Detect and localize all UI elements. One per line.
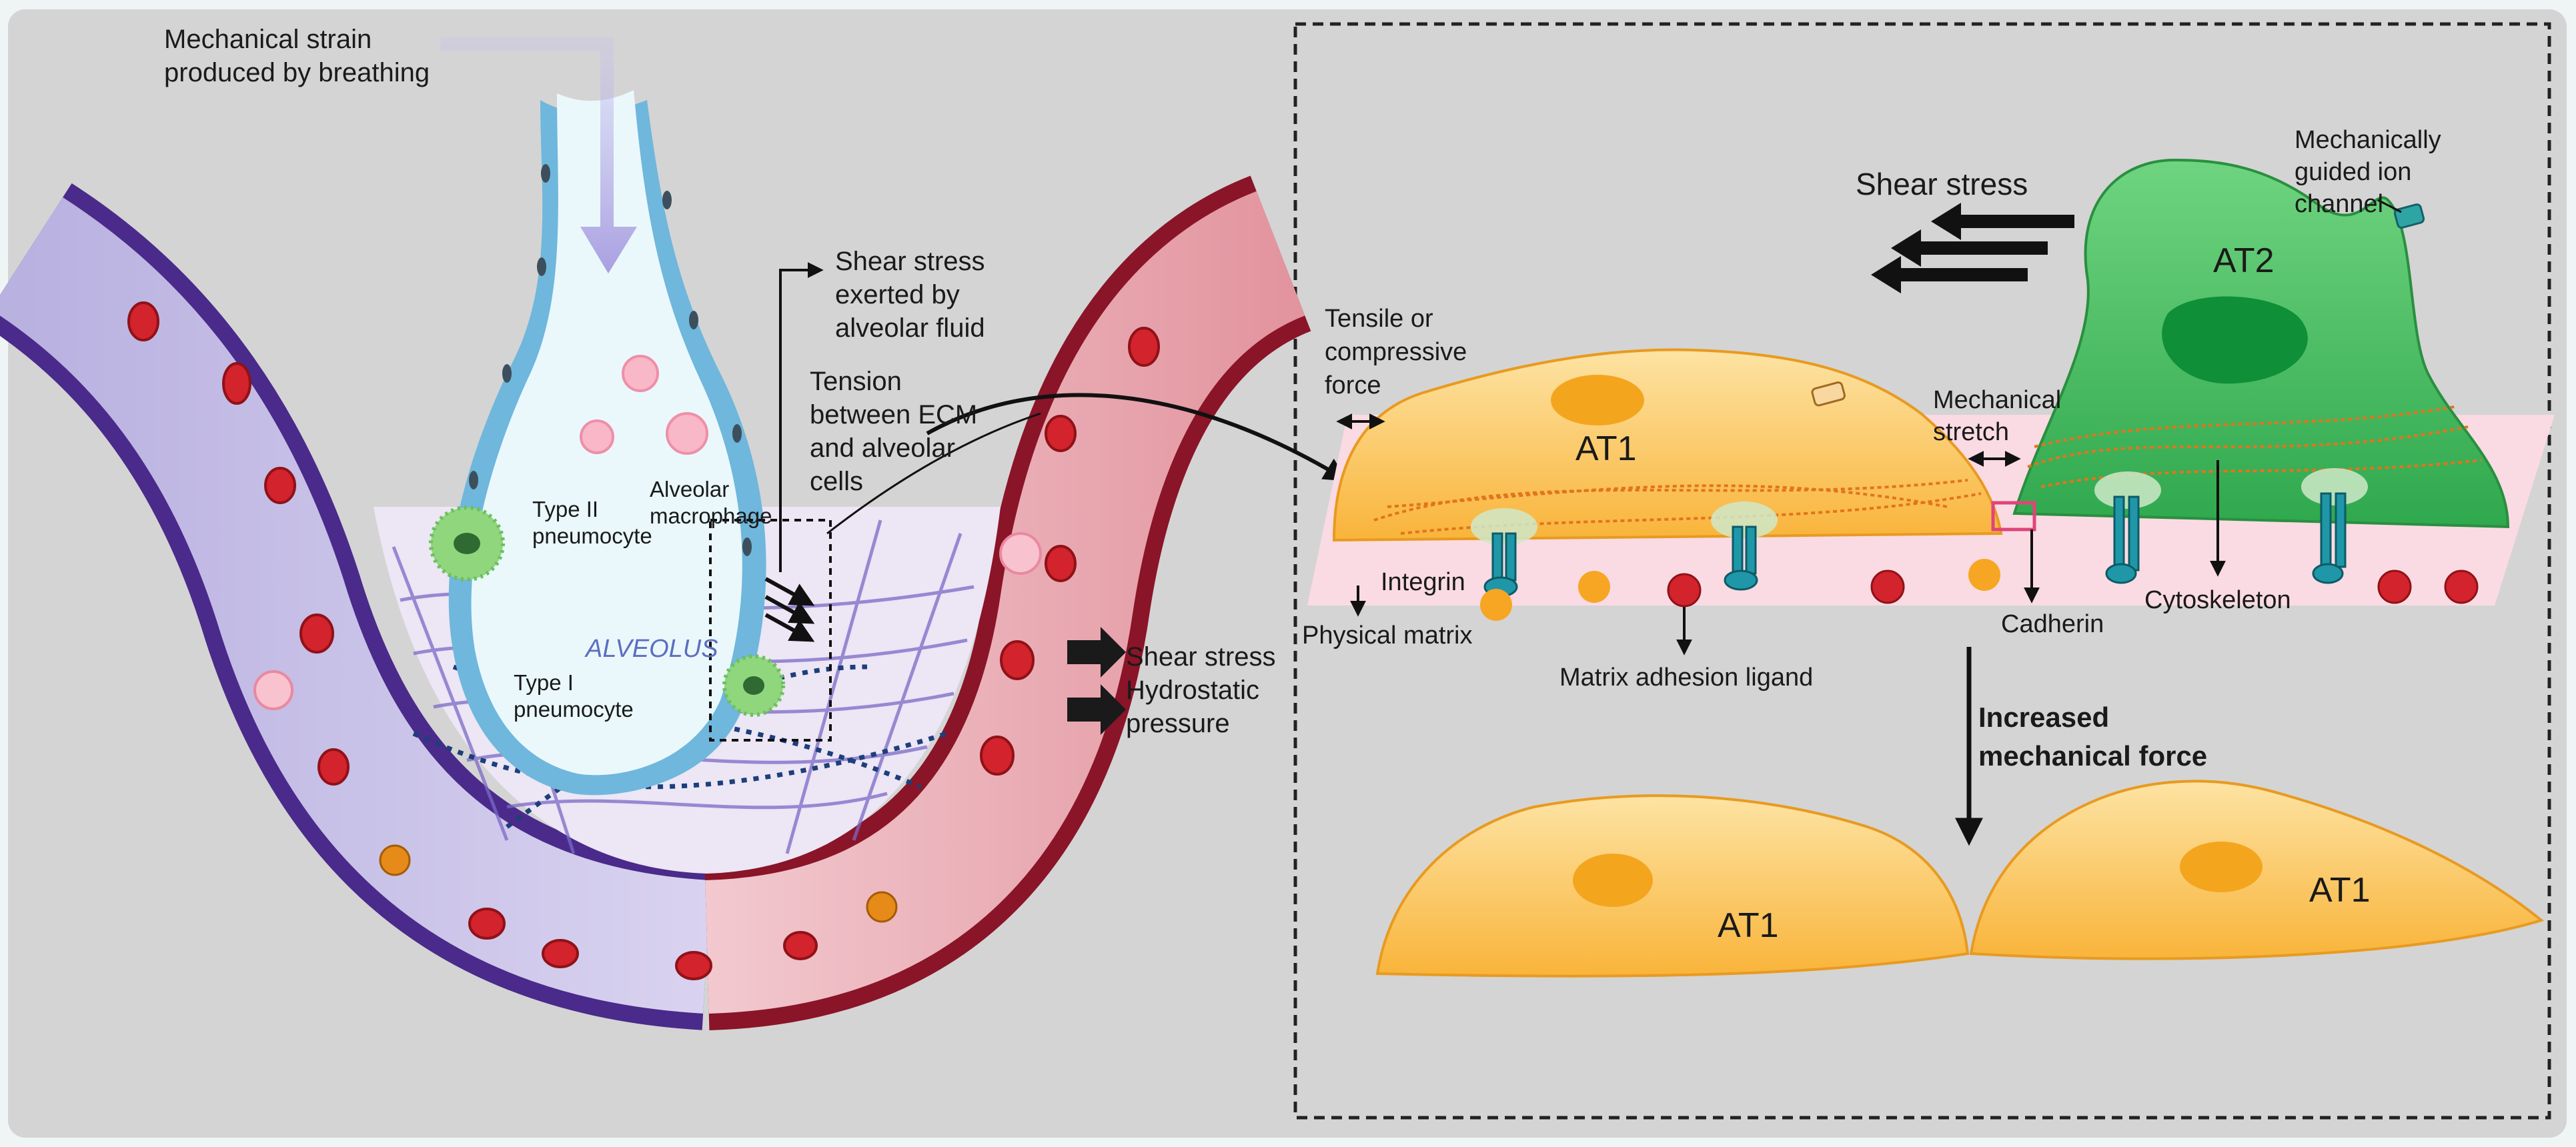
at1-channel [1811, 381, 1846, 407]
label-vessel-shear: Shear stress [1126, 642, 1276, 672]
label-ion-channel: Mechanically [2295, 126, 2441, 154]
svg-text:compressive: compressive [1325, 338, 1467, 366]
label-increased-force: Increased [1978, 702, 2109, 733]
svg-text:channel: channel [2295, 190, 2383, 218]
left-labels: Mechanical strain produced by breathing … [164, 25, 1276, 738]
zoom-connector-arrow [926, 393, 1349, 481]
label-at1: AT1 [1575, 429, 1637, 468]
zoom-region-box [709, 519, 832, 742]
label-macrophage: Alveolar [650, 477, 729, 501]
vessel-pressure-arrows [1067, 627, 1126, 735]
label-mech-stretch: Mechanical [1933, 386, 2061, 414]
svg-text:force: force [1325, 371, 1381, 399]
right-labels: Shear stress Mechanically guided ion cha… [1302, 126, 2441, 945]
svg-text:between ECM: between ECM [810, 400, 977, 429]
alveolar-fluid-cells [580, 355, 708, 455]
label-alveolus: ALVEOLUS [584, 635, 718, 663]
label-at1-bottom-right: AT1 [2309, 871, 2371, 910]
svg-text:cells: cells [810, 467, 863, 496]
label-at1-bottom-left: AT1 [1718, 906, 1779, 945]
label-mech-strain: Mechanical strain [164, 25, 372, 54]
integrin-proteins [1471, 468, 2368, 598]
capillary-illustration [0, 37, 1349, 1030]
alveolar-cell-nuclei [469, 164, 752, 556]
breathing-strain-arrow [440, 37, 637, 273]
cadherin-junction [1991, 501, 2036, 531]
cellular-detail [1307, 158, 2555, 978]
label-hydrostatic: Hydrostatic [1126, 676, 1259, 705]
shear-fluid-leader [779, 262, 824, 572]
svg-text:stretch: stretch [1933, 418, 2009, 446]
svg-text:produced by breathing: produced by breathing [164, 58, 430, 87]
label-shear-fluid: Shear stress [835, 247, 985, 276]
label-tensile: Tensile or [1325, 305, 1433, 333]
at2-nucleus [2162, 296, 2308, 384]
label-physical-matrix: Physical matrix [1302, 622, 1473, 650]
shear-stress-arrows [1871, 203, 2074, 293]
svg-text:and alveolar: and alveolar [810, 433, 955, 463]
orange-particles [379, 844, 898, 923]
at1-nucleus [1551, 375, 1644, 425]
svg-text:pneumocyte: pneumocyte [514, 697, 634, 722]
svg-text:pressure: pressure [1126, 709, 1230, 738]
svg-text:alveolar fluid: alveolar fluid [835, 313, 985, 343]
label-tension: Tension [810, 367, 902, 396]
tension-leader [826, 412, 1041, 535]
svg-text:pneumocyte: pneumocyte [532, 523, 652, 548]
label-cadherin: Cadherin [2001, 610, 2104, 638]
ion-channel [2393, 203, 2425, 229]
svg-text:macrophage: macrophage [650, 503, 772, 528]
label-type1: Type I [514, 670, 574, 695]
label-at2: AT2 [2213, 241, 2275, 280]
white-blood-cells [253, 532, 1042, 710]
label-right-shear: Shear stress [1856, 167, 2028, 201]
svg-text:guided ion: guided ion [2295, 158, 2411, 186]
detail-box [1293, 22, 2551, 1120]
label-integrin: Integrin [1381, 568, 1465, 596]
label-cytoskeleton: Cytoskeleton [2144, 586, 2291, 614]
fluid-shear-arrows [764, 577, 815, 642]
label-matrix-ligand: Matrix adhesion ligand [1559, 664, 1813, 692]
matrix-ligands [1480, 559, 2479, 621]
ion-pointer [2377, 199, 2402, 213]
svg-text:exerted by: exerted by [835, 280, 960, 309]
label-type2: Type II [532, 497, 598, 521]
svg-text:mechanical force: mechanical force [1978, 740, 2207, 772]
at1-cell-bottom-left [1375, 794, 1970, 978]
red-blood-cells [127, 301, 1160, 980]
